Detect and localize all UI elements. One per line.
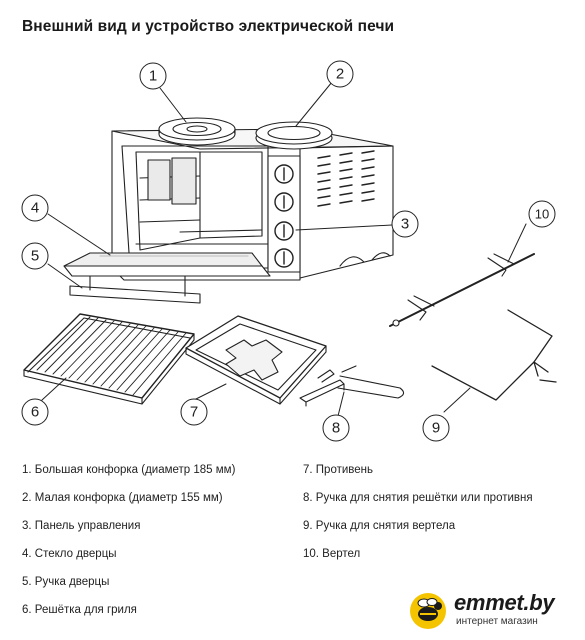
bee-logo-icon (410, 593, 446, 629)
large-hotplate (158, 117, 236, 146)
legend-item-8: 8. Ручка для снятия решётки или противня (303, 492, 533, 504)
legend-item-4: 4. Стекло дверцы (22, 548, 117, 560)
callout-8: 8 (332, 420, 340, 437)
small-hotplate (255, 121, 333, 150)
callout-6: 6 (31, 404, 39, 421)
callout-1: 1 (149, 68, 157, 85)
grill-rack (23, 313, 195, 405)
leader-lines (41, 81, 527, 417)
oven-door (63, 252, 271, 277)
callout-circles (21, 60, 556, 442)
callout-10: 10 (535, 207, 549, 222)
legend-item-3: 3. Панель управления (22, 520, 141, 532)
door-handle (69, 275, 201, 304)
baking-tray (185, 315, 327, 405)
rotisserie-spit (389, 253, 535, 327)
callout-2: 2 (336, 66, 344, 83)
legend-item-10: 10. Вертел (303, 548, 361, 560)
oven-diagram: 1 2 3 4 5 6 7 8 9 10 (21, 60, 557, 442)
callout-3: 3 (401, 216, 409, 233)
callout-labels: 1 2 3 4 5 6 7 8 9 10 (31, 66, 549, 437)
page-title: Внешний вид и устройство электрической п… (22, 18, 395, 35)
rotisserie-handle (431, 309, 557, 401)
callout-4: 4 (31, 200, 39, 217)
legend-item-1: 1. Большая конфорка (диаметр 185 мм) (22, 464, 236, 476)
callout-7: 7 (190, 404, 198, 421)
control-knobs (274, 164, 294, 268)
callout-9: 9 (432, 420, 440, 437)
legend-item-6: 6. Решётка для гриля (22, 604, 137, 616)
brand-watermark: emmet.by интернет магазин (404, 590, 580, 632)
legend-item-9: 9. Ручка для снятия вертела (303, 520, 456, 532)
legend-item-2: 2. Малая конфорка (диаметр 155 мм) (22, 492, 223, 504)
legend-item-7: 7. Противень (303, 464, 373, 476)
brand-tagline: интернет магазин (456, 616, 538, 627)
legend-item-5: 5. Ручка дверцы (22, 576, 110, 588)
callout-5: 5 (31, 248, 39, 265)
brand-name: emmet.by (454, 590, 555, 615)
tray-handle (299, 365, 405, 407)
